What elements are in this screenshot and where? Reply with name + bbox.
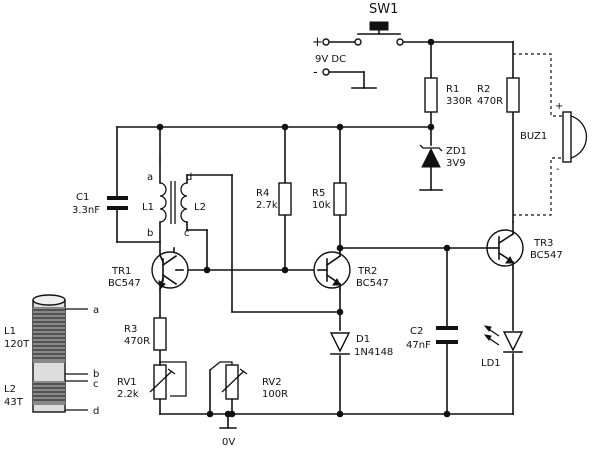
r1-ref: R1: [446, 84, 459, 95]
r4-value: 2.7k: [256, 200, 278, 211]
pin-d: d: [186, 172, 192, 183]
tr3-ref: TR3: [533, 238, 553, 249]
buzzer-buz1: BUZ1 + -: [520, 101, 588, 175]
capacitor-c1: C1 3.3nF: [72, 192, 128, 216]
resistor-r4: R4 2.7k: [256, 182, 292, 216]
coil-l2-turns: 43T: [4, 397, 24, 408]
r3-value: 470R: [124, 336, 150, 347]
l2-ref: L2: [194, 202, 206, 213]
rv2-ref: RV2: [262, 377, 282, 388]
supply-terminals: + 9V DC -: [312, 35, 346, 80]
r5-value: 10k: [312, 200, 331, 211]
coil-pin-c: c: [93, 379, 99, 390]
tr2-ref: TR2: [357, 266, 377, 277]
ground-label: 0V: [222, 437, 235, 448]
r4-ref: R4: [256, 188, 269, 199]
coil-l1-ref: L1: [4, 326, 16, 337]
rv1-ref: RV1: [117, 377, 137, 388]
resistor-r1: R1 330R: [424, 77, 472, 113]
pin-a: a: [147, 172, 153, 183]
supply-minus-sign: -: [313, 65, 318, 80]
coil-pin-a: a: [93, 305, 99, 316]
resistor-r3: R3 470R: [124, 317, 167, 351]
l2-winding: [33, 381, 65, 405]
pin-b: b: [147, 228, 153, 239]
switch-sw1: SW1: [354, 2, 404, 46]
resistor-r5: R5 10k: [312, 182, 347, 216]
coil-pin-b: b: [93, 369, 99, 380]
tr1-type: BC547: [108, 278, 141, 289]
transistor-tr2: TR2 BC547: [313, 250, 389, 290]
transformer-l1-l2: L1 L2 a b c d: [142, 172, 206, 239]
ld1-ref: LD1: [481, 358, 501, 369]
tr2-type: BC547: [356, 278, 389, 289]
led-ld1: LD1: [481, 325, 524, 369]
zener-zd1: ZD1 3V9: [419, 144, 467, 169]
l1-winding: [33, 307, 65, 363]
rv1-value: 2.2k: [117, 389, 139, 400]
transistor-tr1: TR1 BC547: [108, 251, 189, 291]
c2-ref: C2: [410, 326, 423, 337]
supply-voltage-label: 9V DC: [315, 54, 346, 65]
r2-value: 470R: [477, 96, 503, 107]
junction-dots: [156, 38, 451, 418]
r2-ref: R2: [477, 84, 490, 95]
wires: [116, 41, 514, 429]
r1-value: 330R: [446, 96, 472, 107]
trimmer-rv2: RV2 100R: [209, 361, 288, 400]
coil-l2-ref: L2: [4, 384, 16, 395]
resistor-r2: R2 470R: [477, 77, 520, 113]
buz1-ref: BUZ1: [520, 131, 547, 142]
d1-ref: D1: [356, 334, 370, 345]
r5-ref: R5: [312, 188, 325, 199]
d1-value: 1N4148: [354, 347, 393, 358]
buz1-plus: +: [555, 101, 563, 112]
zd1-ref: ZD1: [446, 146, 467, 157]
supply-plus-sign: +: [312, 35, 323, 50]
capacitor-c2: C2 47nF: [406, 326, 458, 351]
transistor-tr3: TR3 BC547: [486, 221, 563, 269]
l1-ref: L1: [142, 202, 154, 213]
sw1-label: SW1: [369, 2, 398, 17]
r3-ref: R3: [124, 324, 137, 335]
buz1-minus: -: [556, 164, 560, 175]
diode-d1: D1 1N4148: [329, 332, 393, 358]
c1-ref: C1: [76, 192, 89, 203]
c1-value: 3.3nF: [72, 205, 100, 216]
coil-pin-d: d: [93, 406, 99, 417]
zd1-value: 3V9: [446, 158, 466, 169]
tr3-type: BC547: [530, 250, 563, 261]
coil-l1-turns: 120T: [4, 339, 30, 350]
buzzer-leads: [513, 53, 563, 216]
tr1-ref: TR1: [111, 266, 131, 277]
pin-c: c: [184, 228, 190, 239]
rv2-value: 100R: [262, 389, 288, 400]
coil-former-illustration: a b c d L1 120T L2 43T: [4, 294, 99, 417]
trimmer-rv1: RV1 2.2k: [117, 361, 187, 400]
c2-value: 47nF: [406, 340, 431, 351]
